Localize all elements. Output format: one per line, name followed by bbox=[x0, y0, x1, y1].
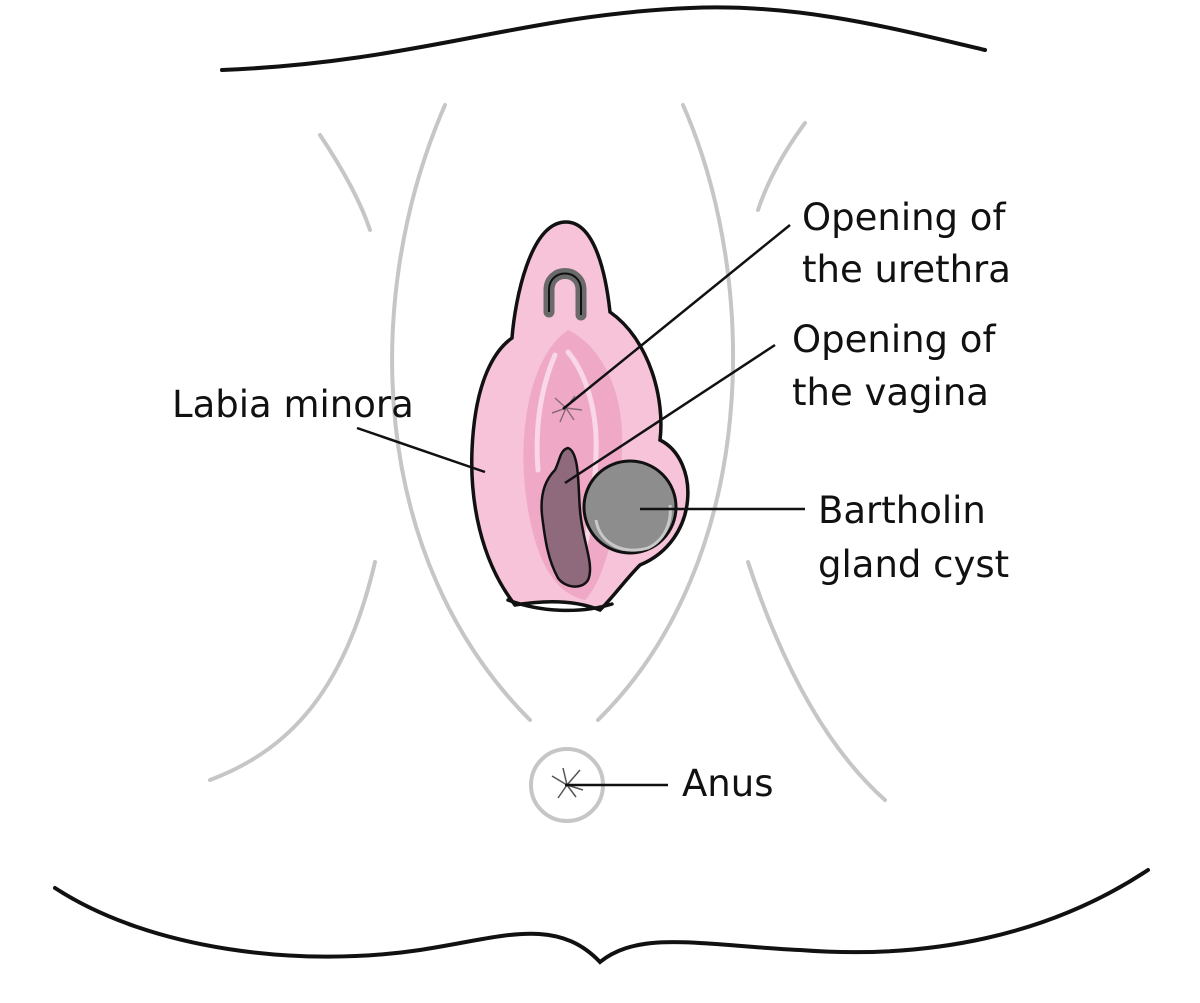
skin-folds bbox=[208, 103, 887, 823]
clitoral-hood-inner bbox=[548, 272, 582, 315]
labia-inner-fold-left bbox=[534, 352, 558, 473]
skin-fold-left-outer-bottom bbox=[208, 560, 377, 782]
label-cyst-line1: Bartholin bbox=[818, 489, 986, 532]
skin-fold-left-inner bbox=[390, 103, 532, 722]
abdomen-outline bbox=[220, 5, 987, 72]
label-vagina-line2: the vagina bbox=[792, 371, 989, 414]
leader-lines bbox=[356, 224, 805, 787]
leader-vagina bbox=[564, 343, 776, 485]
label-urethra-line1: Opening of bbox=[802, 196, 1006, 239]
label-urethra-line2: the urethra bbox=[802, 248, 1011, 291]
skin-fold-left-outer-top bbox=[318, 133, 372, 232]
labia-bottom-line bbox=[506, 598, 614, 613]
vagina-opening bbox=[540, 446, 592, 588]
label-cyst-line2: gland cyst bbox=[818, 543, 1009, 586]
label-labia-minora: Labia minora bbox=[172, 383, 414, 426]
leader-urethra bbox=[562, 224, 791, 410]
label-vagina-line1: Opening of bbox=[792, 318, 996, 361]
label-anus: Anus bbox=[682, 762, 774, 805]
skin-fold-right-outer-top bbox=[756, 121, 807, 212]
bartholin-cyst bbox=[582, 459, 678, 555]
leader-labia bbox=[356, 426, 486, 474]
skin-fold-right-inner bbox=[596, 103, 736, 722]
bartholin-cyst-ring bbox=[594, 504, 672, 552]
buttocks-outline bbox=[53, 868, 1150, 965]
anus-icon bbox=[551, 767, 584, 799]
skin-fold-right-outer-bottom bbox=[746, 560, 887, 802]
